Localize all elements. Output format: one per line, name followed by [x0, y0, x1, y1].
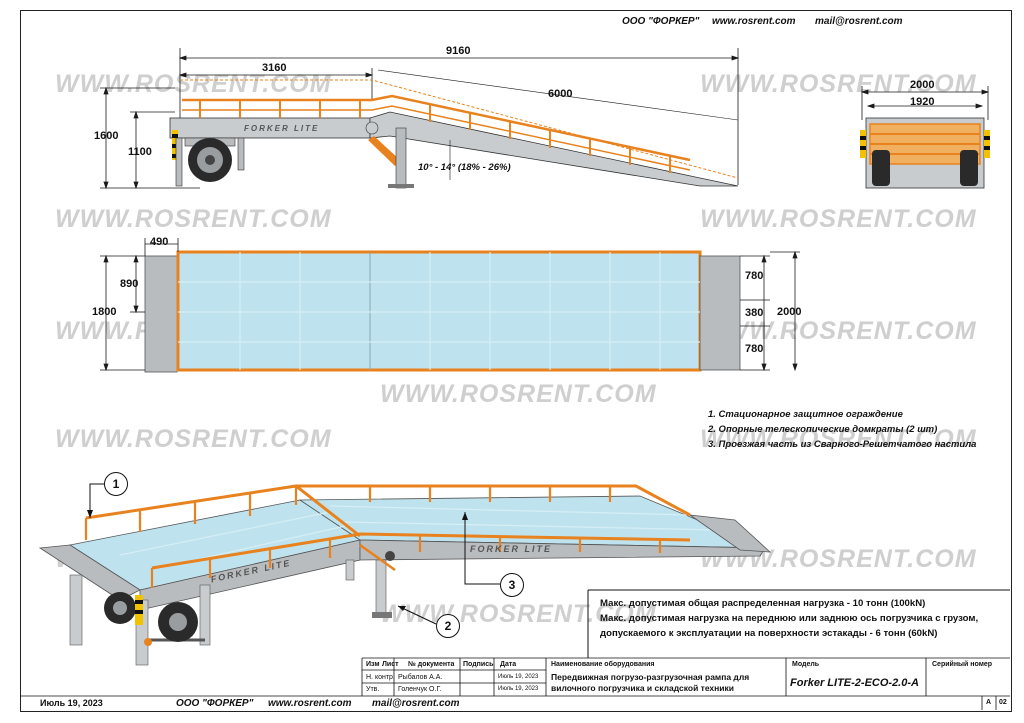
watermark: WWW.ROSRENT.COM — [700, 205, 977, 233]
tb-sheet-letter: А — [986, 699, 992, 706]
tb-serial-header: Серийный номер — [932, 661, 993, 668]
dim-full-width: 1800 — [92, 306, 117, 318]
dim-height-platform: 1100 — [128, 146, 152, 158]
tb-col-list: Лист — [382, 661, 399, 668]
tb-date: Июль 19, 2023 — [498, 674, 539, 680]
header-site: www.rosrent.com — [712, 16, 796, 27]
dim-half-width: 890 — [120, 278, 139, 290]
dim-lip: 490 — [150, 236, 169, 248]
spec-line: Макс. допустимая нагрузка на переднюю ил… — [600, 613, 979, 624]
header-mail: mail@rosrent.com — [815, 16, 903, 27]
spec-line: допускаемого к эксплуатации на поверхнос… — [600, 628, 938, 639]
dim-height-total: 1600 — [94, 130, 119, 142]
watermark: WWW.ROSRENT.COM — [55, 205, 332, 233]
legend-item: 2. Опорные телескопические домкраты (2 ш… — [708, 424, 938, 435]
side-brand-label: FORKER LITE — [244, 124, 320, 133]
watermark: WWW.ROSRENT.COM — [700, 70, 977, 98]
dim-ramp-length: 6000 — [548, 88, 573, 100]
dim-track-a: 780 — [745, 270, 764, 282]
tb-col-date: Дата — [500, 661, 517, 668]
tb-equipment-header: Наименование оборудования — [551, 661, 655, 668]
callout-3: 3 — [500, 573, 524, 597]
tb-role: Утв. — [366, 686, 380, 693]
tb-col-izm: Изм — [366, 661, 380, 668]
dim-overall-length: 9160 — [446, 45, 471, 57]
tb-sheet-no: 02 — [999, 699, 1007, 706]
spec-line: Макс. допустимая общая распределенная на… — [600, 598, 926, 609]
tb-name: Голенчук О.Г. — [398, 686, 442, 693]
tb-col-doc: № документа — [408, 661, 455, 668]
watermark: WWW.ROSRENT.COM — [380, 380, 657, 408]
dim-rear-outer-width: 2000 — [910, 79, 935, 91]
dim-overall-width: 2000 — [777, 306, 802, 318]
dim-track-b: 780 — [745, 343, 764, 355]
slope-label: 10° - 14° (18% - 26%) — [418, 162, 511, 173]
tb-equipment-name: Передвижная погрузо-разгрузочная рампа д… — [551, 672, 750, 693]
tb-date: Июль 19, 2023 — [498, 686, 539, 692]
footer-company: ООО "ФОРКЕР" — [176, 698, 254, 709]
dim-track-gap: 380 — [745, 307, 764, 319]
watermark: WWW.ROSRENT.COM — [380, 600, 657, 628]
tb-role: Н. контр. — [366, 674, 395, 681]
tb-name: Рыбалов А.А. — [398, 674, 443, 681]
footer-date: Июль 19, 2023 — [40, 698, 103, 708]
specs-box: Макс. допустимая общая распределенная на… — [600, 596, 1010, 641]
header-company: ООО "ФОРКЕР" — [622, 16, 700, 27]
callout-1: 1 — [104, 472, 128, 496]
legend-item: 3. Проезжая часть из Сварного-Решетчатог… — [708, 439, 977, 450]
footer-site: www.rosrent.com — [268, 698, 352, 709]
footer-mail: mail@rosrent.com — [372, 698, 460, 709]
tb-col-sign: Подпись — [463, 661, 494, 668]
iso-brand-ramp: FORKER LITE — [470, 544, 552, 554]
tb-model-header: Модель — [792, 661, 820, 668]
watermark: WWW.ROSRENT.COM — [700, 317, 977, 345]
sheet-border — [20, 10, 1012, 712]
watermark: WWW.ROSRENT.COM — [700, 425, 977, 453]
callout-2: 2 — [436, 614, 460, 638]
dim-rear-inner-width: 1920 — [910, 96, 935, 108]
watermark: WWW.ROSRENT.COM — [55, 425, 332, 453]
dim-front-length: 3160 — [262, 62, 287, 74]
tb-model: Forker LITE-2-ECO-2.0-A — [790, 677, 919, 689]
legend-item: 1. Стационарное защитное ограждение — [708, 409, 903, 420]
